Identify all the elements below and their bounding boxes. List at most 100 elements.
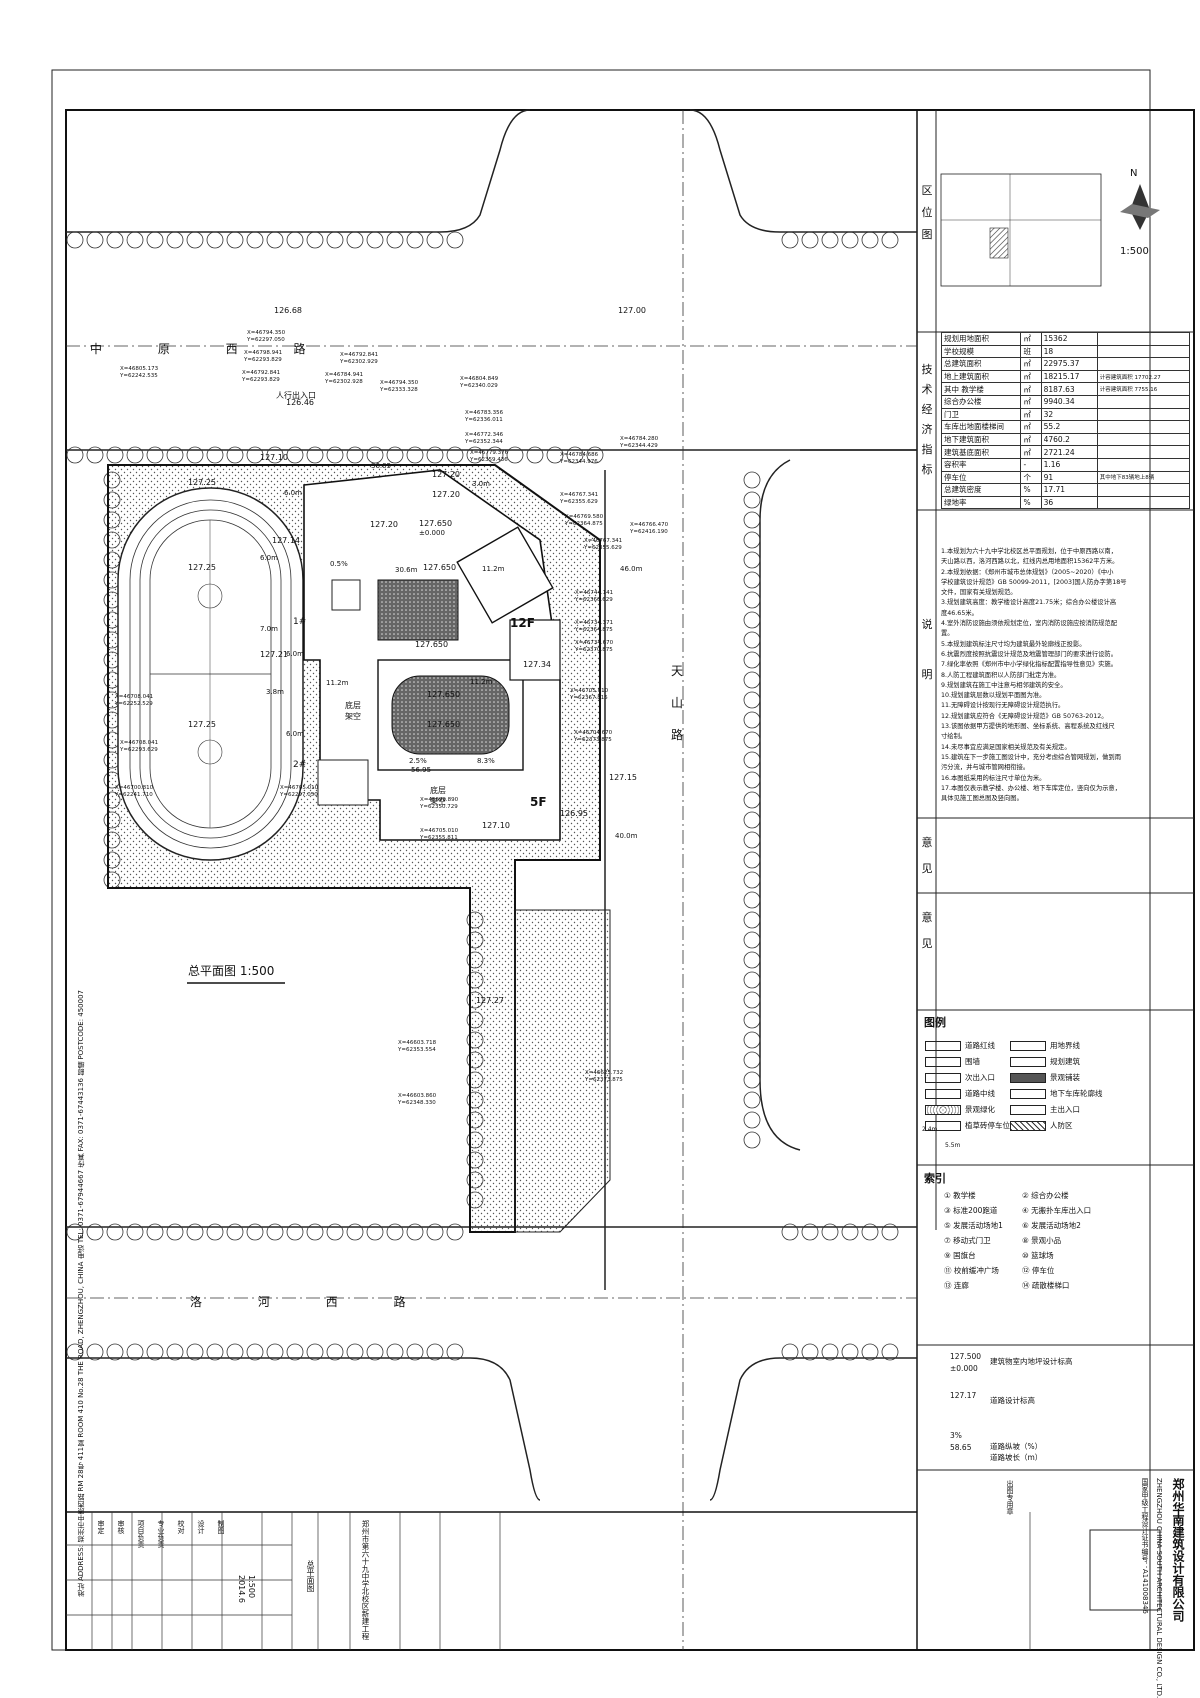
road-name-north: 中 原 西 路 bbox=[90, 342, 332, 356]
tech-cell: 总建筑面积 bbox=[940, 357, 1022, 371]
tree-symbol bbox=[426, 1223, 444, 1241]
legend-label: 用地界线 bbox=[1050, 1041, 1080, 1050]
pilotis-label-1: 底层架空 bbox=[345, 701, 361, 721]
note-line: 2.本规划依据：《郑州市城市总体规划》（2005~2020）《中小 bbox=[941, 568, 1114, 576]
note-line: 11.无障碍设计按现行无障碍设计规范执行。 bbox=[941, 702, 1065, 710]
tech-row: 绿地率%36 bbox=[940, 495, 1191, 510]
tree-symbol bbox=[86, 1223, 104, 1241]
tree-symbol bbox=[246, 1343, 264, 1361]
tech-cell bbox=[1096, 394, 1191, 409]
title-block-role: 审核 bbox=[117, 1520, 125, 1534]
tree-symbol bbox=[781, 1223, 799, 1241]
tree-symbol bbox=[206, 1343, 224, 1361]
tech-cell: ㎡ bbox=[1020, 432, 1042, 447]
tree-symbol bbox=[743, 591, 761, 609]
tree-symbol bbox=[426, 1343, 444, 1361]
tree-symbol bbox=[743, 931, 761, 949]
tech-cell: 17.71 bbox=[1040, 483, 1098, 497]
legend-swatch bbox=[1010, 1057, 1046, 1067]
slope-label: 8.3% bbox=[477, 757, 495, 765]
tree-symbol bbox=[743, 731, 761, 749]
elevation-label: 127.10 bbox=[260, 453, 288, 462]
tech-cell: 4760.2 bbox=[1040, 432, 1098, 447]
tree-symbol bbox=[743, 691, 761, 709]
tech-cell: 32 bbox=[1040, 407, 1098, 422]
tree-symbol bbox=[386, 446, 404, 464]
tree-symbol bbox=[743, 1071, 761, 1089]
tech-cell bbox=[1096, 445, 1191, 459]
note-line: 天山路以西，洛河西路以北，红线内总用地面积15362平方米。 bbox=[941, 558, 1119, 566]
tech-cell: 8187.63 bbox=[1040, 382, 1098, 396]
width-label: 30.6m bbox=[395, 566, 418, 574]
tree-symbol bbox=[781, 231, 799, 249]
legend-swatch bbox=[1010, 1121, 1046, 1131]
tree-symbol bbox=[186, 1343, 204, 1361]
tree-symbol bbox=[126, 1343, 144, 1361]
tree-symbol bbox=[346, 446, 364, 464]
width-label: 3.8m bbox=[266, 688, 284, 696]
tech-cell: 36 bbox=[1040, 495, 1098, 510]
tech-cell bbox=[1096, 495, 1191, 510]
note-line: 6.抗震烈度按照抗震设计规范及地震管理部门的要求进行设防。 bbox=[941, 650, 1118, 658]
index-item: ⑧ 景观小品 bbox=[1022, 1236, 1062, 1245]
tech-cell: 地下建筑面积 bbox=[940, 432, 1022, 447]
tree-symbol bbox=[226, 446, 244, 464]
tree-symbol bbox=[306, 1223, 324, 1241]
project-name: 郑州市第六十九中学北校区新建工程 bbox=[361, 1520, 370, 1640]
note-line: 13.该图依据甲方提供的地形图、坐标系统、高程系统及红线尺 bbox=[941, 723, 1115, 731]
tree-symbol bbox=[446, 1223, 464, 1241]
elevation-label: 127.00 bbox=[618, 306, 646, 315]
tree-symbol bbox=[146, 231, 164, 249]
elevation-label: 127.20 bbox=[370, 520, 398, 529]
parking-dim-a: 2.4m bbox=[922, 1126, 938, 1133]
note-line: 10.规划建筑层数以规划平面图为准。 bbox=[941, 692, 1046, 700]
legend-swatch bbox=[925, 1073, 961, 1083]
note-line: 寸绘制。 bbox=[941, 733, 967, 741]
tech-cell: 18215.17 bbox=[1040, 369, 1098, 384]
tree-symbol bbox=[861, 231, 879, 249]
tree-symbol bbox=[743, 471, 761, 489]
tech-cell: ㎡ bbox=[1020, 382, 1042, 396]
slope-label: 36.05 bbox=[371, 462, 392, 470]
title-block-role: 校对 bbox=[177, 1520, 185, 1534]
tree-symbol bbox=[566, 446, 584, 464]
width-label: 6.0m bbox=[286, 650, 304, 658]
width-label: 6.0m bbox=[260, 554, 278, 562]
tree-symbol bbox=[286, 1223, 304, 1241]
road-name-east: 天 山 路 bbox=[671, 664, 684, 742]
tree-symbol bbox=[206, 231, 224, 249]
note-line: 15.建筑在下一步施工图设计中，充分考虑综合管网规划，做到雨 bbox=[941, 753, 1122, 761]
mark-value: 127.500 bbox=[950, 1352, 982, 1361]
title-block-role: 制图 bbox=[217, 1520, 225, 1534]
tree-symbol bbox=[146, 446, 164, 464]
tree-symbol bbox=[266, 1223, 284, 1241]
tree-symbol bbox=[166, 1223, 184, 1241]
tree-symbol bbox=[126, 1223, 144, 1241]
tech-cell: ㎡ bbox=[1020, 420, 1042, 434]
tech-cell: ㎡ bbox=[1020, 369, 1042, 384]
legend-label: 围墙 bbox=[965, 1057, 980, 1066]
legend-swatch bbox=[1010, 1041, 1046, 1051]
tree-symbol bbox=[801, 1343, 819, 1361]
note-line: 5.本规划建筑标注尺寸均为建筑最外轮廓线正投影。 bbox=[941, 640, 1086, 648]
tree-symbol bbox=[466, 446, 484, 464]
tech-cell: 容积率 bbox=[940, 457, 1022, 472]
company-name-cn: 郑州华南建筑设计有限公司 bbox=[1171, 1478, 1185, 1622]
tree-symbol bbox=[286, 1343, 304, 1361]
mark-desc-slope: 道路纵坡（%） bbox=[990, 1442, 1043, 1451]
index-title: 索引 bbox=[924, 1172, 946, 1185]
slope-label: 56.95 bbox=[411, 766, 432, 774]
legend-title: 图例 bbox=[924, 1016, 946, 1029]
note-line: 7.绿化率依照《郑州市中小学绿化指标配置指导性意见》实施。 bbox=[941, 661, 1118, 669]
elevation-label: 127.650 bbox=[427, 720, 461, 729]
